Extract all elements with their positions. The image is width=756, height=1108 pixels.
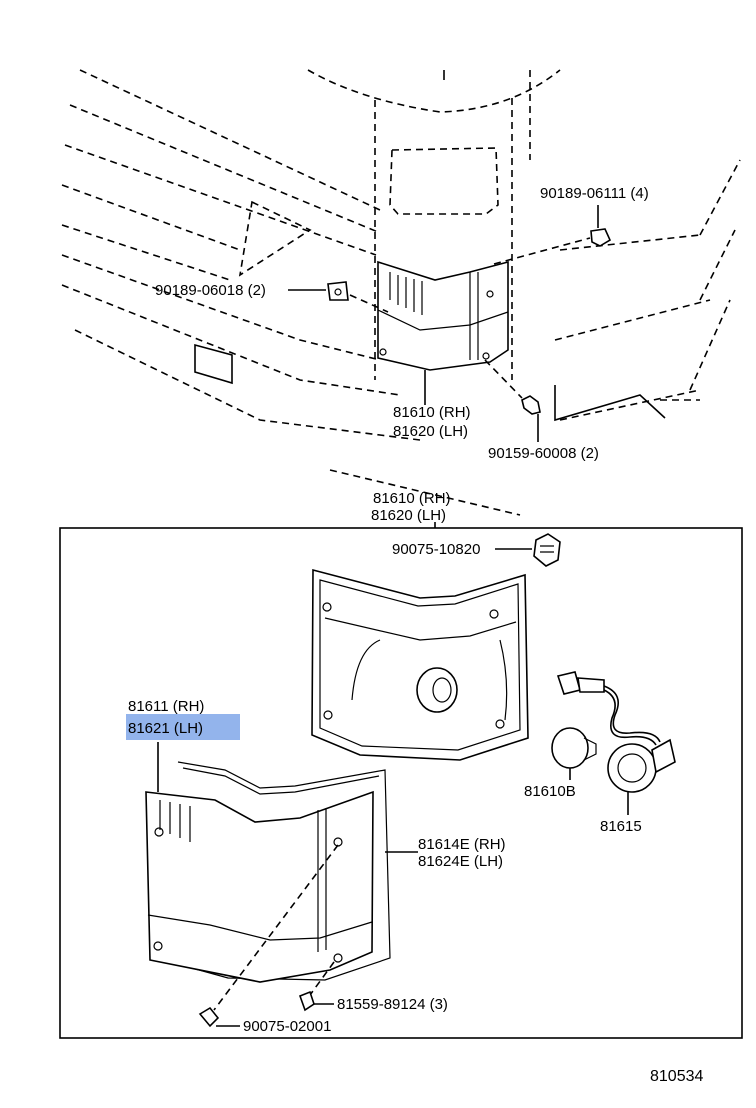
callout-screw-bottom: 90075-02001	[243, 1018, 331, 1035]
grommet-upper-icon	[590, 228, 612, 247]
callout-lamp-assy-upper-rh: 81610 (RH)	[393, 404, 471, 421]
callout-screw-lower: 81559-89124 (3)	[337, 996, 448, 1013]
highlight-lens-lh	[126, 714, 240, 740]
grommet-left-icon	[327, 281, 349, 301]
callout-lens-lh: 81621 (LH)	[128, 720, 203, 737]
socket-icon	[607, 743, 657, 793]
clip-icon	[533, 533, 561, 567]
screw-lower-icon	[298, 990, 315, 1012]
bulb-icon	[551, 727, 589, 769]
callout-lamp-assy-box-lh: 81620 (LH)	[371, 507, 446, 524]
callout-lamp-assy-upper-lh: 81620 (LH)	[393, 423, 468, 440]
callout-gasket-lh: 81624E (LH)	[418, 853, 503, 870]
callout-clip: 90075-10820	[392, 541, 480, 558]
lamp-housing	[311, 568, 529, 761]
connector-icon	[556, 671, 581, 695]
callout-grommet-upper: 90189-06111 (4)	[540, 185, 649, 202]
lens	[145, 761, 391, 983]
callout-grommet-left: 90189-06018 (2)	[155, 282, 266, 299]
callout-socket: 81615	[600, 818, 642, 835]
diagram-id: 810534	[650, 1068, 703, 1085]
callout-bulb: 81610B	[524, 783, 576, 800]
callout-gasket-rh: 81614E (RH)	[418, 836, 506, 853]
exploded-view-frame	[59, 527, 743, 1039]
callout-lens-rh: 81611 (RH)	[128, 698, 204, 715]
screw-upper-icon	[521, 395, 541, 415]
callout-screw-upper: 90159-60008 (2)	[488, 445, 599, 462]
screw-bottom-icon	[198, 1006, 220, 1028]
bulb-socket-assembly	[551, 671, 676, 815]
vehicle-body-view	[61, 69, 741, 516]
callout-lamp-assy-box-rh: 81610 (RH)	[373, 490, 451, 507]
